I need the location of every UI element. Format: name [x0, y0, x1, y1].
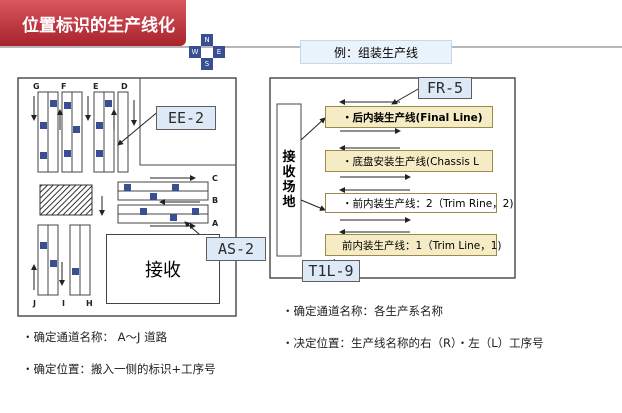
receiving-area: 接收: [106, 234, 220, 304]
receive-zone-right: [276, 103, 302, 257]
station-markers: [40, 100, 199, 275]
aisle-label-a: A: [212, 219, 219, 228]
example-label: 例：组装生产线: [300, 40, 452, 64]
compass-west: W: [189, 46, 201, 58]
callout-t1l-9: T1L-9: [302, 260, 360, 282]
bullet-right-1: ・确定通道名称：各生产系名称: [282, 304, 443, 318]
callout-ee-2: EE-2: [156, 106, 216, 130]
horizontal-racks: [117, 181, 209, 224]
aisle-label-h: H: [86, 299, 93, 308]
receive-char-1: 接: [282, 150, 296, 165]
aisle-label-g: G: [33, 82, 40, 91]
right-flow-arrows: [300, 87, 421, 265]
receive-char-4: 地: [282, 195, 296, 210]
page-title-text: 位置标识的生产线化: [22, 15, 175, 36]
bullet-left-1: ・确定通道名称： A～J 道路: [22, 330, 168, 344]
compass-east: E: [213, 46, 225, 58]
hatched-area: [39, 184, 93, 216]
aisle-label-c: C: [212, 174, 218, 183]
lane-station-markers: [326, 108, 495, 251]
aisle-label-d: D: [121, 82, 128, 91]
bullet-left-2: ・确定位置：搬入一侧的标识+工序号: [22, 362, 216, 376]
aisle-label-f: F: [61, 82, 67, 91]
aisle-label-e: E: [93, 82, 99, 91]
right-outer-frame: [269, 77, 516, 279]
compass-south: S: [201, 58, 213, 70]
aisle-label-b: B: [212, 196, 219, 205]
callout-as-2: AS-2: [206, 237, 266, 261]
lane-chassis-line: ・底盘安装生产线(Chassis L: [325, 150, 493, 172]
lane-final-line: ・后内装生产线(Final Line): [325, 106, 493, 128]
callout-fr-5: FR-5: [418, 77, 472, 99]
left-inner-step: [139, 78, 236, 166]
left-flow-arrows: [31, 96, 207, 290]
aisle-label-j: J: [33, 299, 36, 308]
left-outer-frame: [17, 77, 237, 317]
compass-north: N: [201, 34, 213, 46]
lane-front-trim-2: ・前内装生产线：2（Trim Rine，2): [325, 193, 513, 213]
receive-zone-label: 接 收 场 地: [281, 150, 297, 210]
aisle-label-i: I: [62, 299, 65, 308]
bullet-right-2: ・决定位置：生产线名称的右（R）・左（L）工序号: [282, 336, 544, 350]
lane-front-trim-1: 前内装生产线：1（Trim Line，1): [325, 234, 502, 256]
receive-char-2: 收: [282, 165, 296, 180]
receive-char-3: 场: [282, 180, 296, 195]
